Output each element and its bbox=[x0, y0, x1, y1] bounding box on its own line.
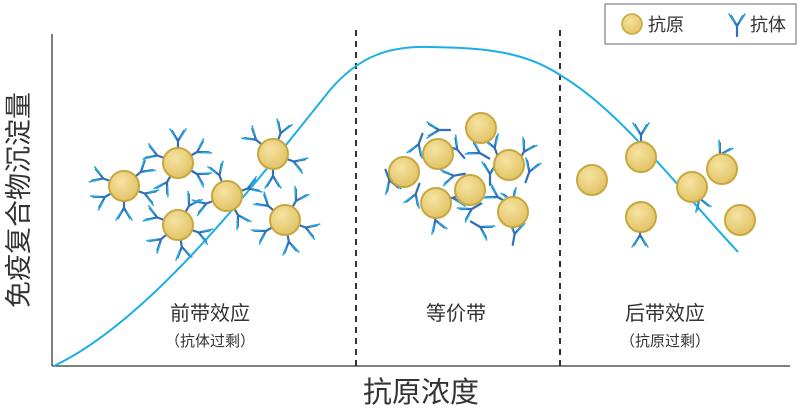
immune-complexes bbox=[88, 112, 756, 261]
antibody-y-icon bbox=[131, 157, 156, 181]
antigen-ball-icon bbox=[625, 141, 657, 173]
antibody-y-icon bbox=[728, 13, 746, 38]
zone-equivalence-title: 等价带 bbox=[426, 301, 486, 325]
antigen-ball-icon bbox=[625, 201, 657, 233]
antigen-ball-icon bbox=[162, 209, 194, 241]
antibody-y-icon bbox=[241, 125, 266, 149]
antibody-y-icon bbox=[426, 121, 452, 139]
zone-postzone-title: 后带效应 bbox=[625, 301, 705, 325]
antigen-ball-icon bbox=[493, 149, 525, 181]
antibody-y-icon bbox=[403, 182, 421, 209]
antibody-y-icon bbox=[469, 220, 496, 241]
antibody-y-icon bbox=[264, 163, 282, 189]
zone-dividers bbox=[355, 30, 561, 366]
antibody-y-icon bbox=[253, 191, 278, 215]
y-axis-label: 免疫复合物沉淀量 bbox=[4, 92, 35, 308]
zone-prozone-title: 前带效应 bbox=[170, 301, 250, 325]
antibody-y-icon bbox=[289, 185, 310, 212]
axes bbox=[51, 34, 790, 367]
antibody-y-icon bbox=[236, 176, 263, 194]
precipitation-curve bbox=[53, 45, 739, 367]
antigen-ball-icon bbox=[422, 138, 454, 170]
antigen-ball-icon bbox=[497, 196, 529, 228]
antigen-ball-icon bbox=[108, 170, 140, 202]
antibody-y-icon bbox=[406, 132, 424, 159]
legend-antigen-label: 抗原 bbox=[648, 15, 684, 36]
antigen-ball-icon bbox=[257, 138, 289, 170]
antigen-ball-icon bbox=[724, 204, 756, 236]
antibody-y-icon bbox=[250, 224, 277, 245]
antigen-ball-icon bbox=[465, 112, 497, 144]
antibody-y-icon bbox=[175, 234, 193, 261]
x-axis-label: 抗原浓度 bbox=[363, 375, 479, 409]
antibody-y-icon bbox=[88, 166, 115, 184]
antigen-ball-icon bbox=[420, 187, 452, 219]
antigen-ball-icon bbox=[211, 180, 243, 212]
antigen-ball-icon bbox=[676, 171, 708, 203]
antigen-ball-icon bbox=[388, 156, 420, 188]
antigen-ball-icon bbox=[269, 204, 301, 236]
antibody-y-icon bbox=[456, 202, 483, 223]
antigen-ball-icon bbox=[576, 164, 608, 196]
antigen-ball-icon bbox=[162, 147, 194, 179]
antigen-ball-icon bbox=[621, 13, 643, 35]
zone-postzone-subtitle: （抗原过剩） bbox=[620, 332, 710, 350]
antigen-ball-icon bbox=[706, 153, 738, 185]
zone-prozone-subtitle: （抗体过剩） bbox=[165, 332, 255, 350]
antibody-y-icon bbox=[207, 160, 225, 187]
antibody-y-icon bbox=[439, 169, 466, 187]
antibody-y-icon bbox=[186, 167, 213, 188]
antibody-y-icon bbox=[187, 227, 214, 245]
legend-antibody-label: 抗体 bbox=[750, 15, 786, 36]
antibody-y-icon bbox=[153, 171, 174, 198]
antibody-y-icon bbox=[524, 157, 542, 184]
legend: 抗原 抗体 bbox=[604, 3, 797, 45]
antigen-ball-icon bbox=[454, 174, 486, 206]
